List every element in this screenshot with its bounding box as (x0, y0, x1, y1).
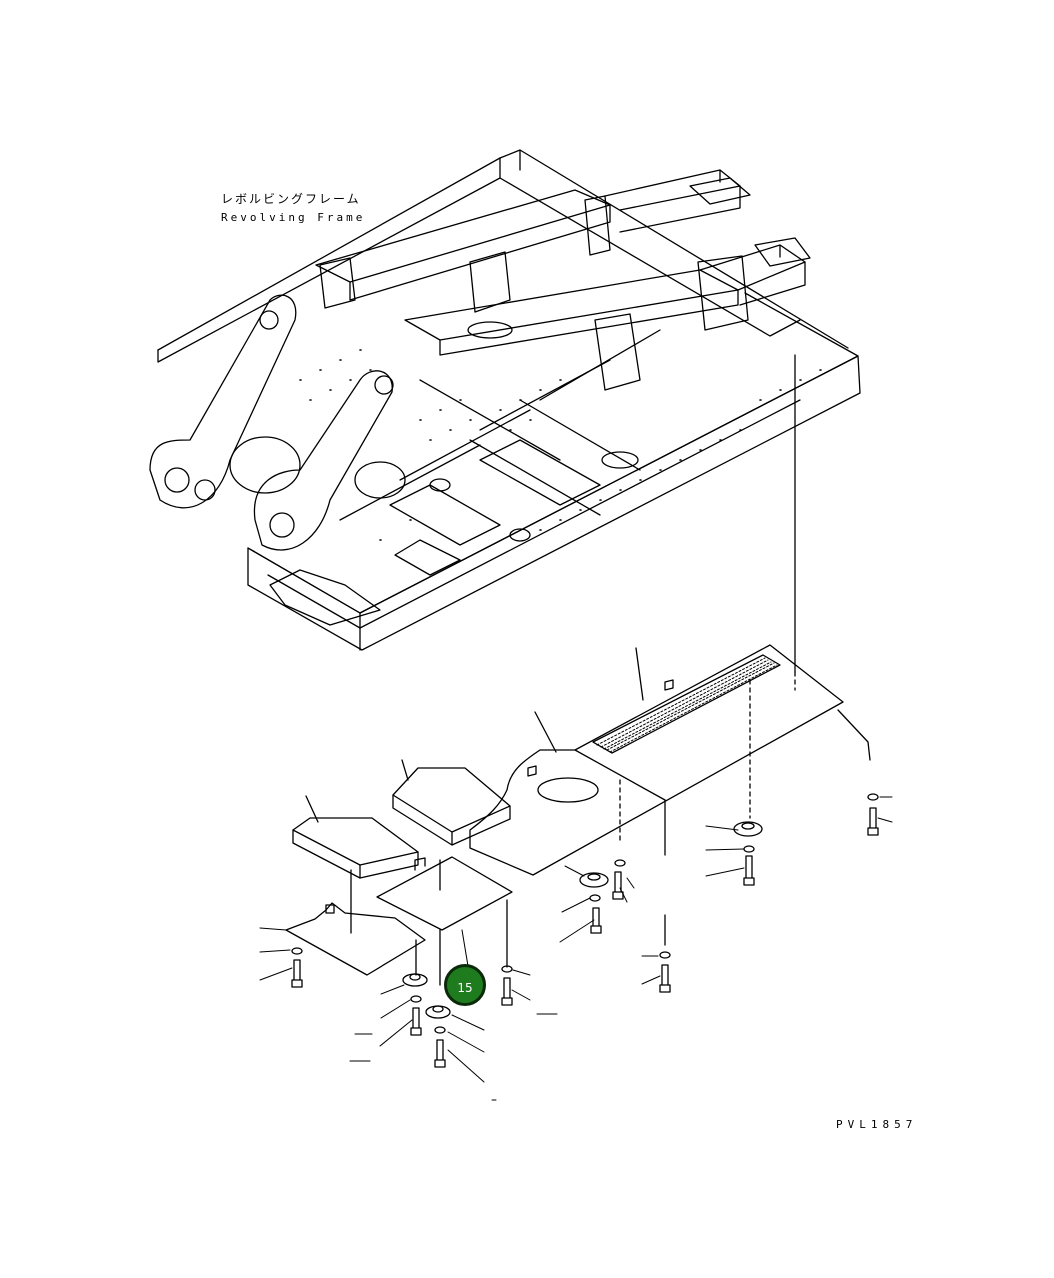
title-english: Revolving Frame (221, 211, 366, 224)
bolt (867, 807, 879, 836)
bolt (291, 959, 303, 988)
rubber-mount (579, 872, 609, 888)
under-cover-large (469, 644, 844, 876)
part-callout-badge[interactable]: 15 (444, 964, 486, 1006)
bolt (590, 907, 602, 934)
under-cover-small-left (285, 902, 426, 976)
bolt (743, 855, 755, 886)
rubber-mount (733, 821, 763, 837)
callout-leaders (259, 796, 893, 1101)
hardware (291, 793, 879, 1068)
leaders-vertical (305, 647, 871, 986)
revolving-frame (149, 149, 861, 651)
rubber-mount (402, 973, 428, 987)
bolt (501, 977, 513, 1006)
bolt (410, 1007, 422, 1036)
bolt (612, 871, 624, 900)
bolt (659, 964, 671, 993)
under-cover-small-center (376, 856, 513, 931)
pad-right (392, 767, 511, 846)
bolt (434, 1039, 446, 1068)
rubber-mount (425, 1005, 451, 1019)
title-japanese: レボルビングフレーム (221, 192, 361, 206)
pad-left (292, 817, 419, 879)
drawing-number: PVL1857 (836, 1118, 918, 1131)
